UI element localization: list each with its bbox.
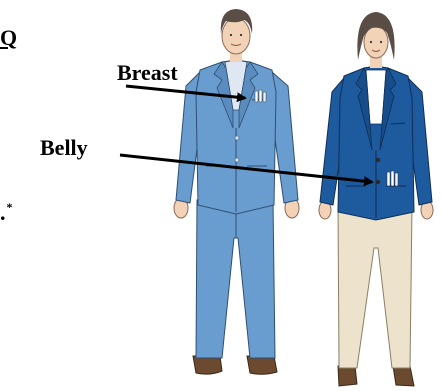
woman-pocket-device-icon [387,171,398,186]
man-pocket-device-icon [255,90,266,102]
man-right-shoe [247,356,277,374]
man-face [222,18,250,54]
breast-label: Breast [117,62,178,84]
man-left-shoe [193,356,222,374]
woman-left-shoe [338,366,357,386]
woman-figure [319,12,433,386]
belly-label: Belly [40,137,88,159]
man-figure [174,9,299,374]
woman-pants [338,206,412,368]
woman-right-shoe [393,366,414,386]
